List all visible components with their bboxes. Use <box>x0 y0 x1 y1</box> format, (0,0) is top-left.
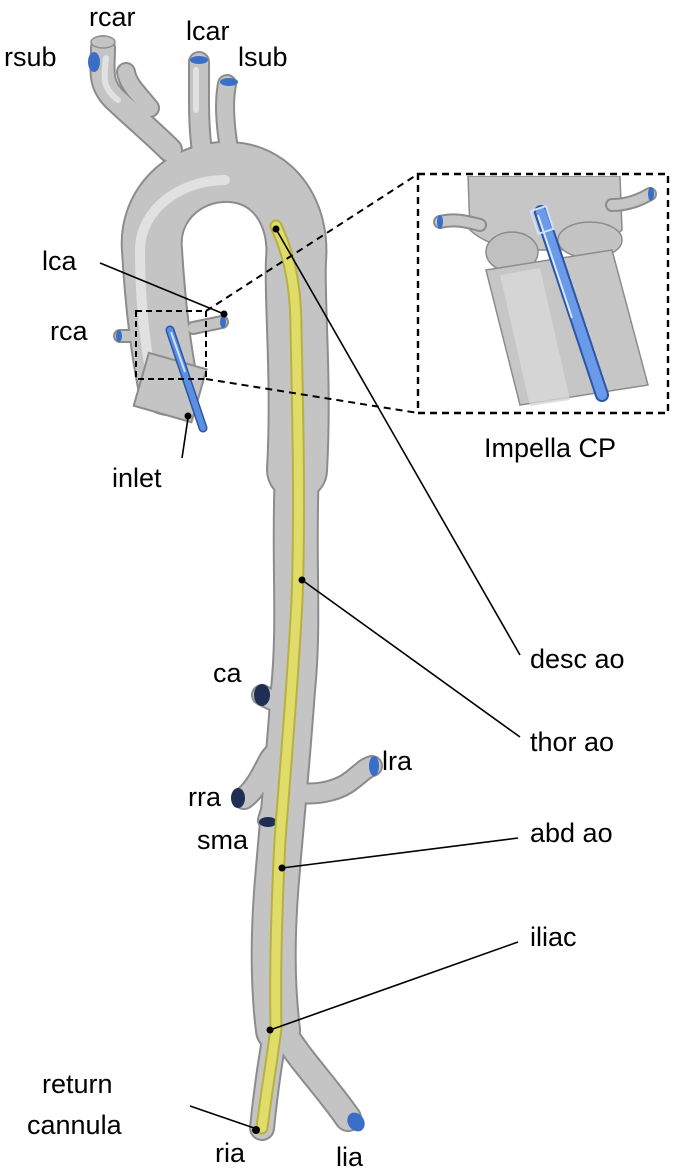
zoom-connector-top <box>205 173 419 312</box>
label-sma: sma <box>197 825 249 855</box>
label-lsub: lsub <box>238 42 288 72</box>
label-lia: lia <box>336 1142 364 1171</box>
inset-zoom <box>416 172 670 415</box>
label-return: return <box>42 1069 113 1099</box>
labels: rcar rsub lcar lsub lca rca inlet Impell… <box>4 2 625 1171</box>
label-impella: Impella CP <box>484 433 616 463</box>
label-lra: lra <box>382 746 413 776</box>
label-ria: ria <box>215 1138 246 1168</box>
label-inlet: inlet <box>112 463 162 493</box>
label-lcar: lcar <box>186 16 230 46</box>
label-iliac: iliac <box>530 922 577 952</box>
label-rcar: rcar <box>89 2 136 32</box>
label-desc-ao: desc ao <box>530 644 625 674</box>
label-rsub: rsub <box>4 42 57 72</box>
impella-device <box>165 325 208 433</box>
outlet-caps <box>88 35 379 1132</box>
leader-lines <box>99 225 521 1134</box>
label-abd-ao: abd ao <box>530 818 613 848</box>
aorta-model <box>89 35 383 1141</box>
label-ca: ca <box>213 658 243 688</box>
zoom-source-box <box>135 310 207 380</box>
label-lca: lca <box>42 246 77 276</box>
label-rca: rca <box>50 316 88 346</box>
label-thor-ao: thor ao <box>530 727 614 757</box>
label-cannula: cannula <box>27 1110 123 1140</box>
label-rra: rra <box>188 782 222 812</box>
